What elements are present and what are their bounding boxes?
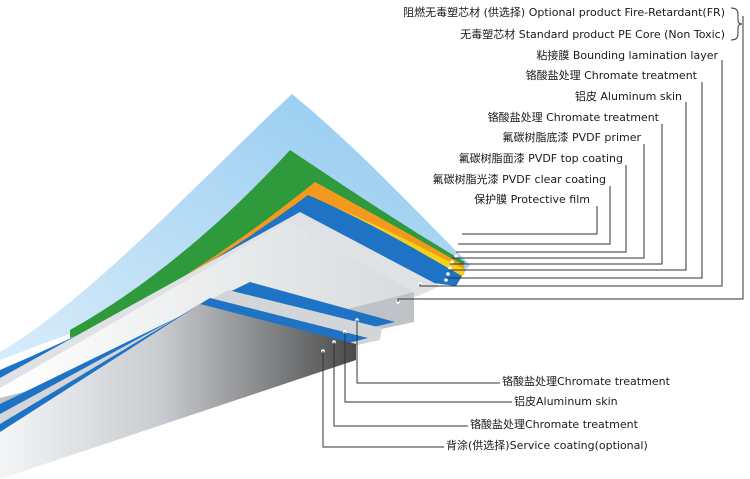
leader-aluminum	[448, 102, 687, 271]
leader-chromate-1	[446, 82, 703, 279]
marker-aluminum	[454, 254, 458, 258]
label-pe-core: 无毒塑芯材 Standard product PE Core (Non Toxi…	[460, 28, 725, 41]
leader-lower-aluminum	[344, 332, 512, 403]
label-protective-film: 保护膜 Protective film	[474, 193, 590, 206]
label-fire-retardant-core: 阻燃无毒塑芯材 (供选择) Optional product Fire-Reta…	[403, 6, 725, 19]
label-lower-chromate-1: 铬酸盐处理Chromate treatment	[502, 375, 670, 388]
label-pvdf-clear-coating: 氟碳树脂光漆 PVDF clear coating	[432, 173, 606, 186]
marker-lamination	[460, 234, 464, 238]
label-pvdf-primer: 氟碳树脂底漆 PVDF primer	[502, 131, 641, 144]
label-pvdf-top-coating: 氟碳树脂面漆 PVDF top coating	[458, 152, 623, 165]
leader-lower-chromate-1	[356, 320, 500, 384]
marker-chromate	[450, 260, 454, 264]
leader-clear-coat	[458, 186, 611, 245]
leader-core	[397, 16, 744, 302]
marker-clear-coat	[444, 278, 448, 282]
leader-top-coat	[456, 165, 627, 253]
label-aluminum-skin: 铝皮 Aluminum skin	[574, 90, 682, 103]
leader-primer	[452, 144, 645, 259]
leader-lower-chromate-2	[333, 342, 468, 427]
marker-chromate-top	[456, 246, 460, 250]
label-lamination-layer: 粘接膜 Bounding lamination layer	[536, 49, 718, 62]
label-lower-chromate-2: 铬酸盐处理Chromate treatment	[470, 418, 638, 431]
leader-lamination	[419, 60, 723, 287]
service-coating-layer	[0, 304, 356, 479]
leader-protective-film	[462, 206, 598, 235]
leader-chromate-2	[450, 124, 663, 265]
marker-primer	[448, 266, 452, 270]
marker-top-coat	[446, 272, 450, 276]
callout-markers	[321, 234, 464, 353]
core-options-brace	[730, 7, 743, 41]
label-lower-aluminum: 铝皮Aluminum skin	[514, 395, 618, 408]
label-chromate-treatment-1: 铬酸盐处理 Chromate treatment	[525, 69, 697, 82]
leader-service-coating	[322, 351, 444, 448]
leader-lines	[322, 16, 744, 448]
label-chromate-treatment-2: 铬酸盐处理 Chromate treatment	[487, 111, 659, 124]
label-service-coating: 背涂(供选择)Service coating(optional)	[446, 439, 648, 452]
